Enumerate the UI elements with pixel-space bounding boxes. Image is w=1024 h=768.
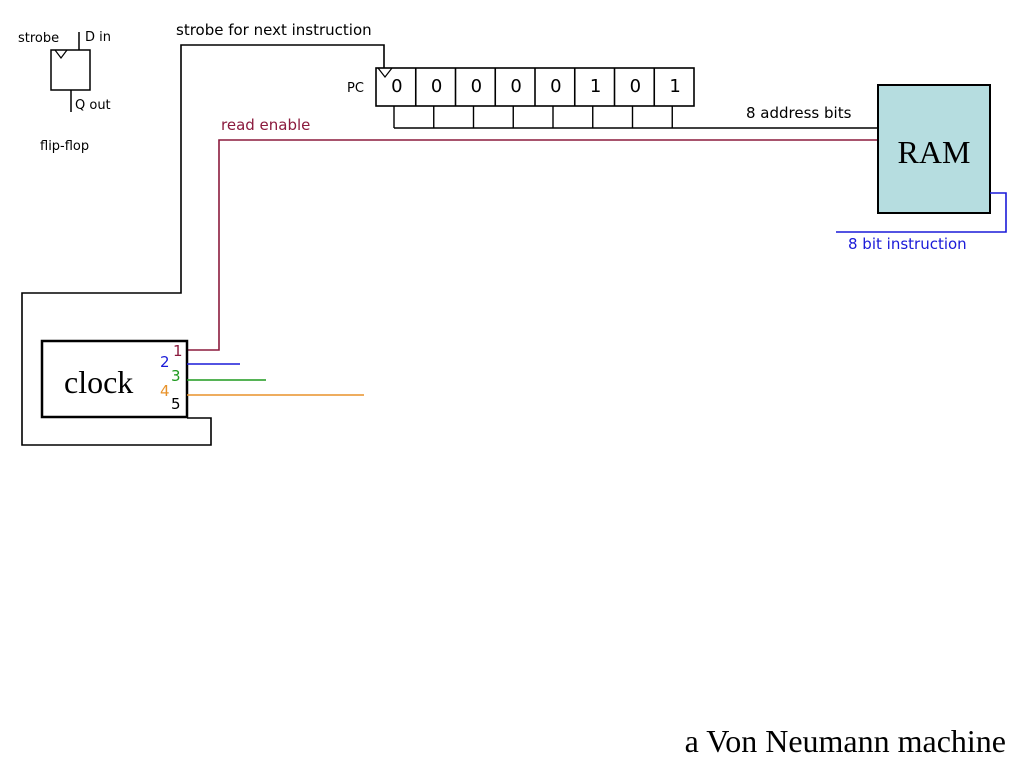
pc-label: PC: [347, 81, 364, 96]
pc-bit-6: 0: [630, 76, 641, 97]
pc-bit-5: 1: [590, 76, 601, 97]
pc-bit-3: 0: [510, 76, 521, 97]
diagram-caption: a Von Neumann machine: [685, 723, 1006, 759]
ram-label: RAM: [898, 134, 971, 170]
pc-register: PC 0 0 0 0 0 1 0 1: [347, 67, 878, 129]
strobe-next-label: strobe for next instruction: [176, 21, 372, 39]
flipflop-strobe-label: strobe: [18, 31, 59, 46]
flipflop-caption: flip-flop: [40, 139, 89, 154]
address-bits-label: 8 address bits: [746, 104, 852, 122]
pc-bit-4: 0: [550, 76, 561, 97]
pc-bit-1: 0: [431, 76, 442, 97]
pc-bit-0: 0: [391, 76, 402, 97]
flipflop-legend: strobe D in Q out flip-flop: [18, 30, 111, 154]
read-enable-wire: [187, 139, 878, 351]
instruction-wire: [836, 192, 1007, 233]
flipflop-q-out-label: Q out: [75, 98, 111, 113]
clock-block: clock 1 2 3 4 5: [40, 339, 364, 419]
clock-output-3-label: 3: [171, 367, 181, 385]
pc-bit-2: 0: [471, 76, 482, 97]
clock-output-2-label: 2: [160, 353, 170, 371]
clock-output-5-label: 5: [171, 395, 181, 413]
clock-box: [40, 339, 189, 419]
clock-label: clock: [64, 364, 133, 400]
flipflop-clock-icon: [54, 49, 68, 59]
flipflop-d-in-label: D in: [85, 30, 111, 45]
read-enable-label: read enable: [221, 116, 310, 134]
pc-bit-7: 1: [669, 76, 680, 97]
ram-block: RAM: [877, 84, 991, 214]
ram-box: [877, 84, 991, 214]
flipflop-box: [50, 49, 91, 91]
strobe-wire: [21, 44, 385, 446]
clock-output-1-label: 1: [173, 342, 183, 360]
instruction-label: 8 bit instruction: [848, 235, 967, 253]
pc-clock-icon: [377, 67, 393, 78]
clock-output-4-label: 4: [160, 382, 170, 400]
